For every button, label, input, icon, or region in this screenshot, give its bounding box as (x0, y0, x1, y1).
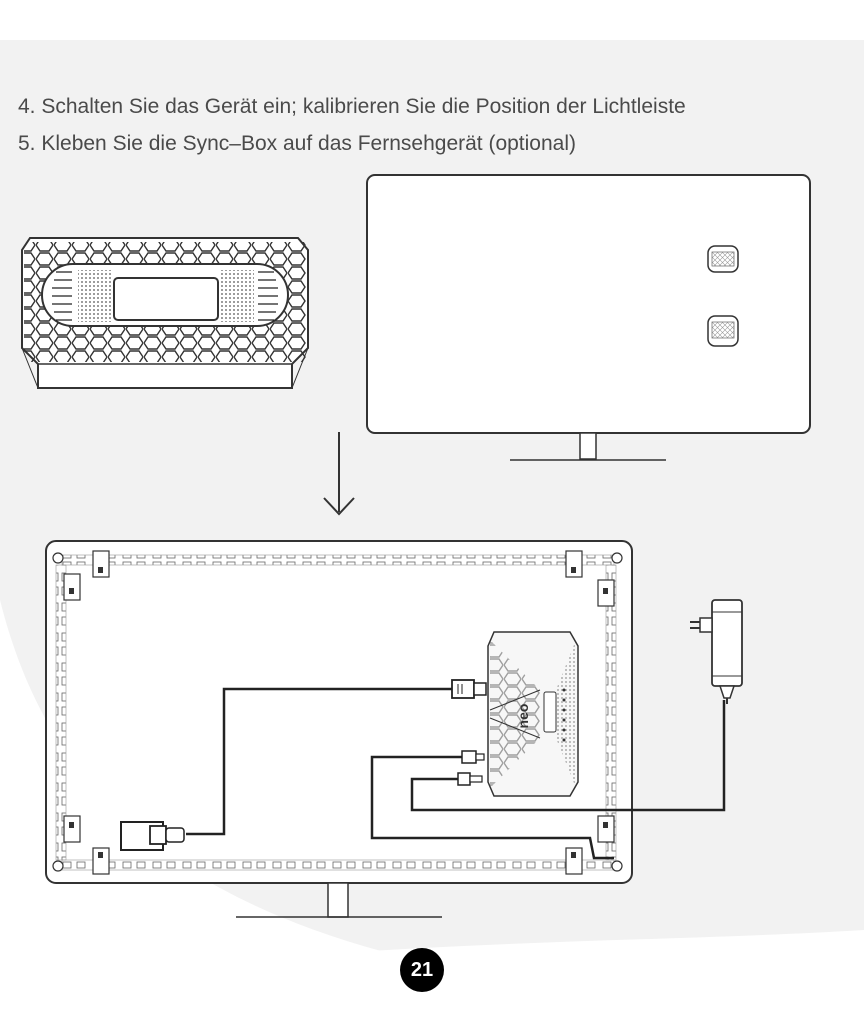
connection-cables (186, 687, 726, 860)
hdmi-connector (451, 679, 487, 699)
device-logo: neo (515, 704, 531, 729)
strip-mounting-clips (63, 550, 615, 875)
sync-box-mounted: neo (487, 631, 579, 797)
down-arrow-icon (323, 432, 355, 516)
instruction-list: 4. Schalten Sie das Gerät ein; kalibrier… (18, 88, 848, 162)
tv-back-assembled-view: neo (45, 540, 726, 918)
sync-box-top-view (21, 237, 309, 389)
power-adapter-icon (690, 599, 743, 704)
power-connector (457, 772, 483, 786)
adhesive-pad-bottom (707, 315, 739, 347)
instruction-step-5: 5. Kleben Sie die Sync–Box auf das Ferns… (18, 132, 577, 155)
adhesive-pad-top (707, 245, 739, 273)
tv-back-mounting-view (366, 174, 811, 461)
page-number: 21 (400, 948, 444, 992)
usb-connector (461, 750, 485, 764)
led-light-strip (52, 552, 623, 872)
hdmi-adapter-box (120, 821, 185, 851)
instruction-step-4: 4. Schalten Sie das Gerät ein; kalibrier… (18, 95, 686, 118)
